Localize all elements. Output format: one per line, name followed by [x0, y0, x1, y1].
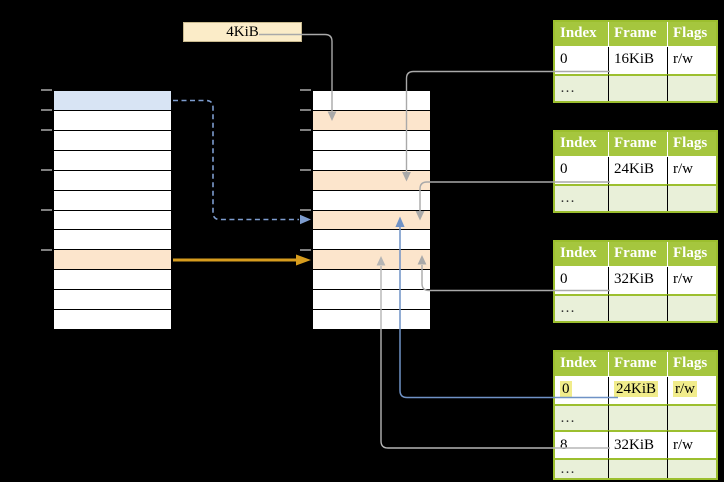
physical-memory-cell-white [313, 309, 430, 330]
table-cell-index: 0 [555, 267, 609, 294]
physical-memory-cell-white [313, 229, 430, 250]
table-cell-empty [668, 184, 716, 211]
table-cell-frame: 24KiB [609, 377, 668, 404]
table-cell-empty [609, 184, 668, 211]
table-cell-empty [609, 458, 668, 478]
arrow-virtual-to-physical-orange [173, 254, 311, 266]
physical-memory-cell-orange [313, 249, 430, 270]
column-header-index: Index [555, 22, 609, 47]
column-header-index: Index [555, 242, 609, 267]
table-cell-empty [668, 74, 716, 101]
table-cell-empty [668, 404, 716, 430]
table-cell-flags: r/w [668, 430, 716, 458]
table-cell-frame: 24KiB [609, 157, 668, 184]
physical-memory-cell-white [313, 189, 430, 210]
table-cell-ellipsis: … [555, 458, 609, 478]
table-cell-empty [668, 458, 716, 478]
table-cell-ellipsis: … [555, 404, 609, 430]
virtual-memory-cell-white [54, 229, 171, 250]
table-cell-flags: r/w [668, 157, 716, 184]
column-header-frame: Frame [609, 242, 668, 267]
page-table-16kib: Index Frame Flags 0 16KiB r/w … [553, 20, 718, 103]
table-cell-flags: r/w [668, 377, 716, 404]
table-cell-index: 0 [555, 47, 609, 74]
physical-memory-cell-orange [313, 109, 430, 130]
column-header-frame: Frame [609, 22, 668, 47]
table-cell-index: 0 [555, 377, 609, 404]
physical-memory-cell-white [313, 289, 430, 310]
virtual-memory-cell-orange [54, 249, 171, 270]
virtual-memory-cell-white [54, 149, 171, 170]
virtual-memory-cell-blue [54, 91, 171, 110]
column-header-index: Index [555, 132, 609, 157]
virtual-memory-cell-white [54, 209, 171, 230]
page-size-label: 4KiB [183, 22, 302, 42]
column-header-flags: Flags [668, 132, 716, 157]
virtual-memory-cell-white [54, 169, 171, 190]
physical-memory-cell-white [313, 129, 430, 150]
page-table-24kib: Index Frame Flags 0 24KiB r/w … [553, 130, 718, 213]
physical-memory-cell-white [313, 91, 430, 110]
page-table-32kib: Index Frame Flags 0 32KiB r/w … [553, 240, 718, 323]
table-cell-ellipsis: … [555, 74, 609, 101]
table-cell-frame: 32KiB [609, 267, 668, 294]
table-cell-flags: r/w [668, 267, 716, 294]
virtual-memory-cell-white [54, 189, 171, 210]
highlighted-value: r/w [673, 381, 697, 397]
virtual-memory-cell-white [54, 309, 171, 330]
table-cell-empty [609, 74, 668, 101]
physical-memory-cell-white [313, 149, 430, 170]
physical-column-tick-marks [300, 89, 311, 251]
physical-memory-cell-white [313, 269, 430, 290]
arrow-virtual-to-physical-dashed [173, 99, 311, 225]
physical-memory-column [312, 90, 431, 330]
virtual-memory-cell-white [54, 109, 171, 130]
virtual-column-tick-marks [41, 89, 52, 251]
table-cell-empty [609, 294, 668, 321]
table-cell-flags: r/w [668, 47, 716, 74]
highlighted-value: 0 [560, 381, 572, 397]
table-cell-index: 0 [555, 157, 609, 184]
column-header-frame: Frame [609, 352, 668, 377]
column-header-frame: Frame [609, 132, 668, 157]
virtual-memory-cell-white [54, 129, 171, 150]
table-cell-empty [609, 404, 668, 430]
table-cell-index: 8 [555, 430, 609, 458]
table-cell-frame: 16KiB [609, 47, 668, 74]
column-header-index: Index [555, 352, 609, 377]
column-header-flags: Flags [668, 242, 716, 267]
column-header-flags: Flags [668, 352, 716, 377]
physical-memory-cell-orange [313, 169, 430, 190]
table-cell-empty [668, 294, 716, 321]
highlighted-value: 24KiB [614, 381, 659, 397]
table-cell-ellipsis: … [555, 184, 609, 211]
virtual-memory-cell-white [54, 269, 171, 290]
virtual-memory-column [53, 90, 172, 330]
table-cell-frame: 32KiB [609, 430, 668, 458]
table-cell-ellipsis: … [555, 294, 609, 321]
virtual-memory-cell-white [54, 289, 171, 310]
page-table-level1: Index Frame Flags 0 24KiB r/w … 8 32KiB … [553, 350, 718, 480]
physical-memory-cell-orange [313, 209, 430, 230]
column-header-flags: Flags [668, 22, 716, 47]
